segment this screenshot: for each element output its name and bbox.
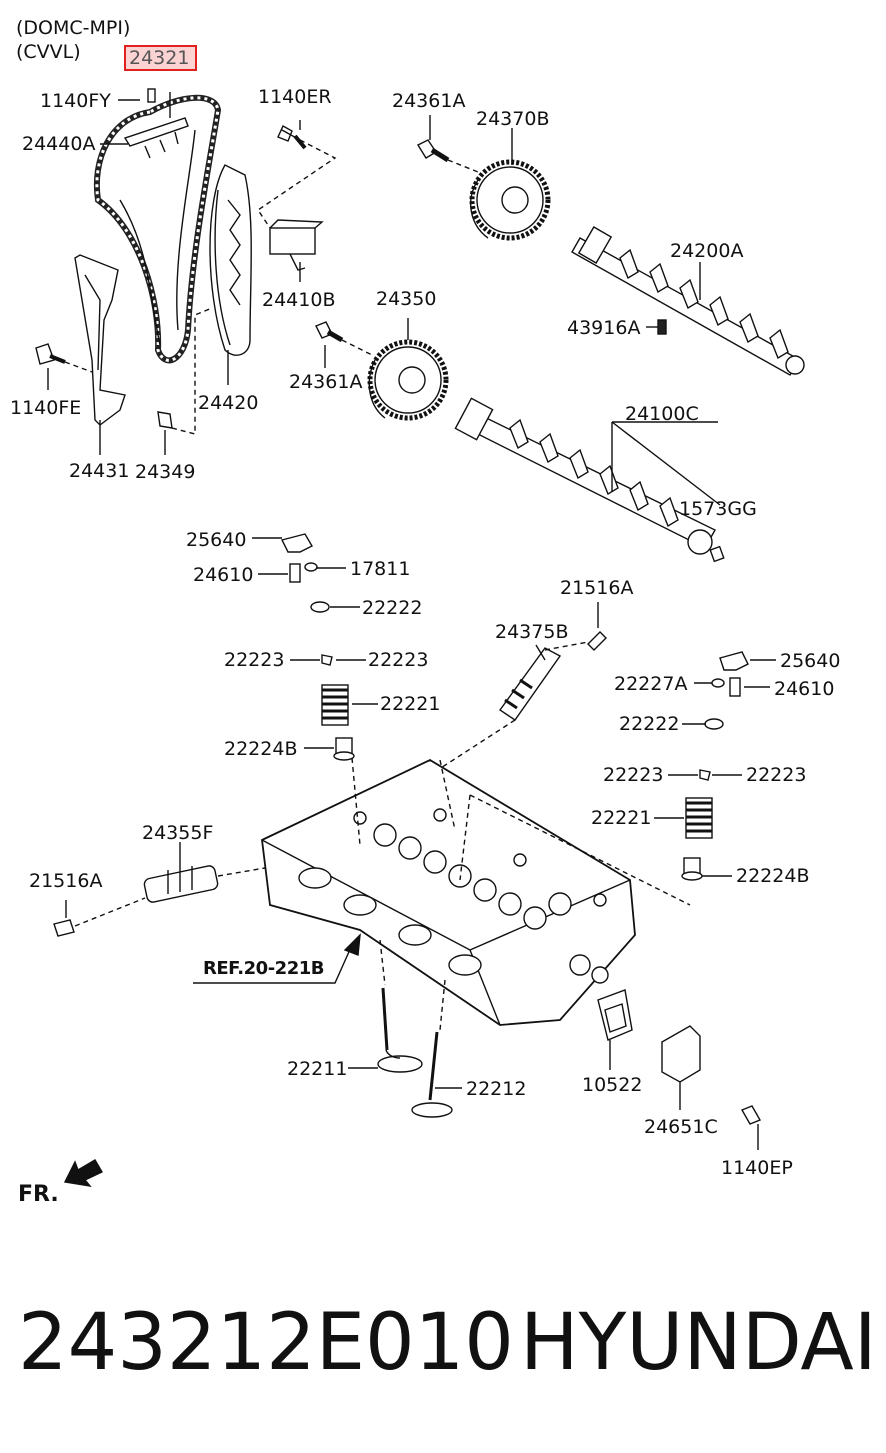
- label-25640-right: 25640: [780, 650, 841, 672]
- label-22224B-left: 22224B: [224, 738, 298, 760]
- label-22223-right-2: 22223: [746, 764, 807, 786]
- label-24370B: 24370B: [476, 108, 550, 130]
- sprocket-24370B: [469, 159, 551, 241]
- label-43916A: 43916A: [567, 317, 641, 339]
- lash-adjuster-24610-right: [729, 677, 741, 697]
- label-22221-right: 22221: [591, 807, 652, 829]
- label-24200A: 24200A: [670, 240, 744, 262]
- label-22223-left-1: 22223: [224, 649, 285, 671]
- footer-brand: HYUNDAI: [520, 1298, 877, 1388]
- label-22224B-right: 22224B: [736, 865, 810, 887]
- label-1140FY: 1140FY: [40, 90, 111, 112]
- bolt-21516A-right: [587, 631, 607, 651]
- reference-label[interactable]: REF.20-221B: [203, 958, 324, 979]
- camshaft-24100C: [454, 397, 716, 555]
- bolt-1140FE: [35, 343, 66, 365]
- label-1573GG: 1573GG: [679, 498, 757, 520]
- variant-label-2: (CVVL): [16, 41, 81, 63]
- label-21516A-left: 21516A: [29, 870, 103, 892]
- seal-22224B-right: [681, 857, 703, 881]
- label-24361A-mid: 24361A: [289, 371, 363, 393]
- label-22222-left: 22222: [362, 597, 423, 619]
- retainer-22222-right: [704, 718, 724, 730]
- oil-control-valve-24375B: [499, 647, 562, 721]
- seal-22224B-left: [333, 737, 355, 761]
- label-1140FE: 1140FE: [10, 397, 82, 419]
- bolt-1140EP: [740, 1105, 762, 1125]
- camshaft-24200A: [571, 226, 805, 376]
- label-24349: 24349: [135, 461, 196, 483]
- keeper-22223-left: [321, 654, 333, 666]
- label-24651C: 24651C: [644, 1116, 718, 1138]
- spring-22221-left: [321, 684, 349, 726]
- bolt-1140ER: [277, 125, 307, 150]
- sprocket-24350: [367, 339, 449, 421]
- valve-22212: [411, 1031, 453, 1118]
- shim-17811: [304, 562, 318, 572]
- highlighted-part-label[interactable]: 24321: [124, 45, 197, 71]
- rocker-25640-right: [719, 651, 749, 671]
- gasket-10522: [597, 989, 633, 1041]
- label-22222-right: 22222: [619, 713, 680, 735]
- label-17811: 17811: [350, 558, 411, 580]
- label-25640-left: 25640: [186, 529, 247, 551]
- label-22227A: 22227A: [614, 673, 688, 695]
- keeper-22223-right: [699, 769, 711, 781]
- front-indicator: FR.: [18, 1182, 59, 1207]
- bolt-24349: [157, 411, 173, 429]
- label-24431: 24431: [69, 460, 130, 482]
- retainer-22222-left: [310, 601, 330, 613]
- shim-22227A: [711, 678, 725, 688]
- bolt-24361A-mid: [315, 321, 344, 343]
- footer-part-number: 243212E010: [18, 1298, 514, 1388]
- label-24355F: 24355F: [142, 822, 214, 844]
- label-10522: 10522: [582, 1074, 643, 1096]
- label-22211: 22211: [287, 1058, 348, 1080]
- label-1140ER: 1140ER: [258, 86, 332, 108]
- chain-guide-top: [123, 117, 189, 147]
- lash-adjuster-24610-left: [289, 563, 301, 583]
- label-24610-right: 24610: [774, 678, 835, 700]
- variant-label-1: (DOMC-MPI): [16, 17, 131, 39]
- cap-1573GG: [709, 545, 725, 563]
- fixed-guide: [74, 254, 126, 426]
- label-21516A-right: 21516A: [560, 577, 634, 599]
- cylinder-head: [261, 758, 636, 1026]
- cover-24651C: [661, 1025, 701, 1083]
- bolt-21516A-left: [53, 919, 75, 937]
- pin-43916A: [657, 319, 667, 335]
- bolt-1140FY: [147, 88, 156, 103]
- spring-22221-right: [685, 797, 713, 839]
- chain-tensioner: [269, 227, 316, 255]
- label-22223-right-1: 22223: [603, 764, 664, 786]
- bolt-24361A-top: [417, 139, 450, 163]
- label-24440A: 24440A: [22, 133, 96, 155]
- label-22223-left-2: 22223: [368, 649, 429, 671]
- label-24410B: 24410B: [262, 289, 336, 311]
- label-22221-left: 22221: [380, 693, 441, 715]
- valve-22211: [377, 987, 423, 1073]
- label-1140EP: 1140EP: [721, 1157, 793, 1179]
- label-24100C: 24100C: [625, 403, 699, 425]
- label-24361A-top: 24361A: [392, 90, 466, 112]
- front-arrow-icon: [63, 1159, 103, 1187]
- oil-control-valve-24355F: [143, 865, 219, 903]
- label-24350: 24350: [376, 288, 437, 310]
- label-24610-left: 24610: [193, 564, 254, 586]
- rocker-25640-left: [280, 533, 313, 553]
- label-24420: 24420: [198, 392, 259, 414]
- label-22212: 22212: [466, 1078, 527, 1100]
- label-24375B: 24375B: [495, 621, 569, 643]
